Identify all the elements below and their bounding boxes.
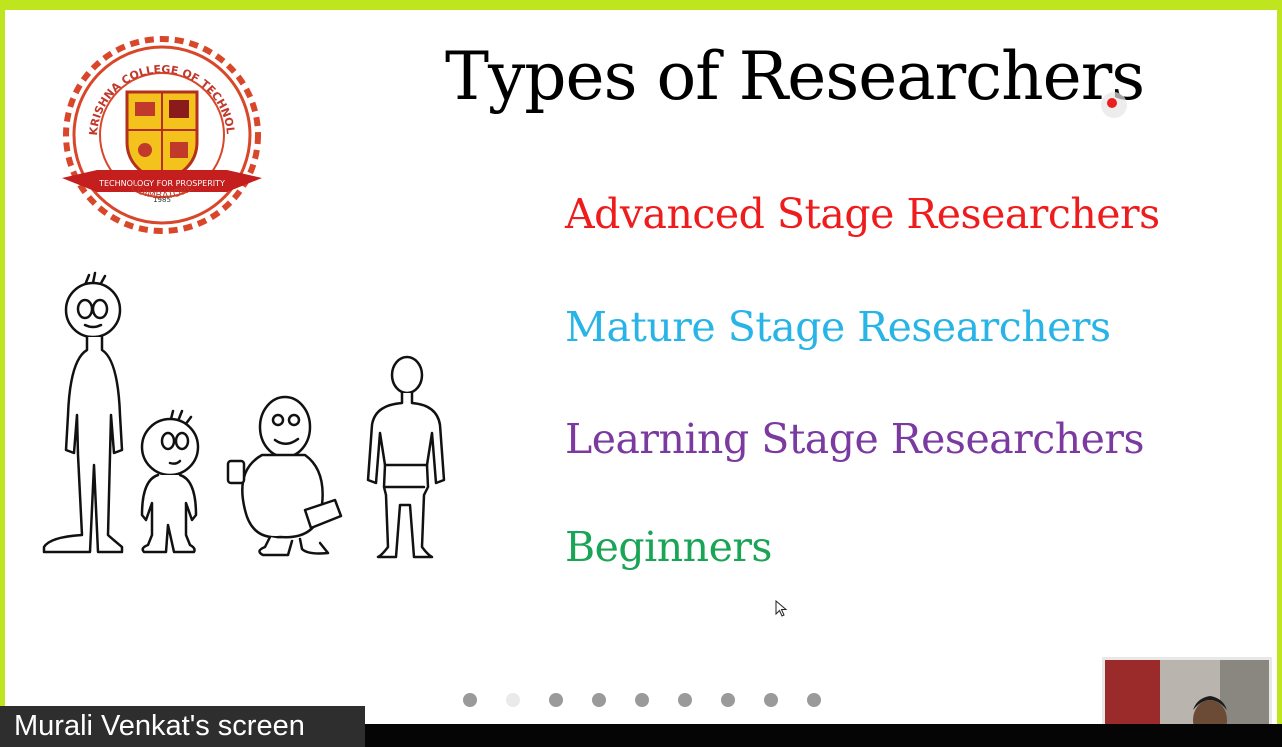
pagination-dot[interactable]: [506, 693, 520, 707]
logo-banner-text: TECHNOLOGY FOR PROSPERITY: [98, 179, 225, 188]
college-logo: SRI KRISHNA COLLEGE OF TECHNOLOGY TECHNO…: [57, 30, 262, 234]
item-mature: Mature Stage Researchers: [565, 303, 1111, 351]
screen-share-label: Murali Venkat's screen: [0, 706, 365, 747]
round-person-figure: [226, 395, 343, 557]
pagination-dot[interactable]: [549, 693, 563, 707]
athletic-person-figure: [366, 355, 446, 559]
item-beginners: Beginners: [565, 523, 772, 571]
pagination-dot[interactable]: [721, 693, 735, 707]
pagination-dot[interactable]: [807, 693, 821, 707]
tall-person-figure: [42, 271, 124, 554]
pagination-dot[interactable]: [463, 693, 477, 707]
participant-video-thumbnail[interactable]: [1102, 657, 1272, 724]
laser-pointer-icon: [1101, 92, 1127, 118]
pagination-dot[interactable]: [592, 693, 606, 707]
slide-title: Types of Researchers: [445, 38, 1145, 115]
item-learning: Learning Stage Researchers: [565, 415, 1145, 463]
presentation-slide: SRI KRISHNA COLLEGE OF TECHNOLOGY TECHNO…: [5, 10, 1277, 724]
mouse-cursor-icon: [775, 600, 788, 617]
logo-year: 1985: [153, 196, 171, 204]
item-advanced: Advanced Stage Researchers: [565, 190, 1160, 238]
child-figure: [140, 409, 200, 554]
slide-pagination: [463, 693, 821, 707]
participant-video-frame: [1105, 660, 1269, 724]
researchers-illustration: [42, 271, 446, 559]
pagination-dot[interactable]: [678, 693, 692, 707]
pagination-dot[interactable]: [635, 693, 649, 707]
pagination-dot[interactable]: [764, 693, 778, 707]
